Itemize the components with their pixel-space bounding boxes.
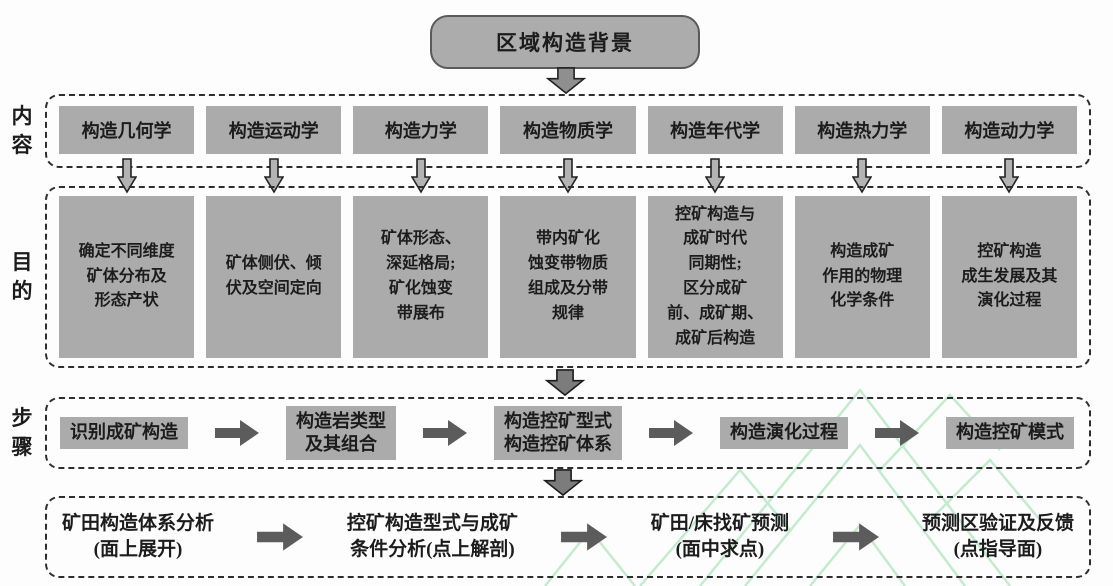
step-box-identify-ore-structure: 识别成矿构造	[60, 417, 188, 449]
content-boxes: 构造几何学 构造运动学 构造力学 构造物质学 构造年代学 构造热力学 构造动力学	[59, 106, 1077, 154]
step-box-tectonite-types: 构造岩类型 及其组合	[286, 405, 396, 461]
row-label-steps: 步骤	[6, 397, 38, 469]
steps-flow: 识别成矿构造 构造岩类型 及其组合 构造控矿型式 构造控矿体系 构造演化过程 构…	[60, 403, 1074, 463]
purpose-box-1: 确定不同维度 矿体分布及 形态产状	[59, 196, 195, 358]
workflow-item-verification-feedback: 预测区验证及反馈 (点指导面)	[921, 513, 1074, 560]
purpose-boxes: 确定不同维度 矿体分布及 形态产状 矿体侧伏、倾 伏及空间定向 矿体形态、 深延…	[59, 196, 1077, 358]
row-label-content-text: 内容	[11, 103, 33, 157]
purpose-box-5: 控矿构造与 成矿时代 同期性; 区分成矿 前、成矿期、 成矿后构造	[647, 196, 783, 358]
purpose-box-6: 构造成矿 作用的物理 化学条件	[794, 196, 930, 358]
down-arrow-icon	[542, 469, 584, 496]
content-box-thermal: 构造热力学	[794, 106, 930, 154]
purpose-box-7: 控矿构造 成生发展及其 演化过程	[941, 196, 1077, 358]
content-box-chronology: 构造年代学	[647, 106, 783, 154]
steps-band	[45, 397, 1091, 469]
content-box-material: 构造物质学	[500, 106, 636, 154]
right-arrow-icon	[832, 522, 880, 552]
step-box-tectonic-evolution: 构造演化过程	[720, 417, 848, 449]
workflow-band	[45, 496, 1091, 578]
row-label-content: 内容	[6, 94, 38, 168]
step-box-ore-control-model: 构造控矿模式	[946, 417, 1074, 449]
root-node-regional-tectonic-background: 区域构造背景	[430, 15, 700, 69]
right-arrow-icon	[560, 522, 608, 552]
workflow-flow: 矿田构造体系分析 (面上展开) 控矿构造型式与成矿 条件分析(点上解剖) 矿田/…	[62, 504, 1074, 570]
workflow-item-ore-control-condition-analysis: 控矿构造型式与成矿 条件分析(点上解剖)	[346, 513, 518, 560]
workflow-item-prospecting-prediction: 矿田/床找矿预测 (面中求点)	[650, 513, 790, 560]
content-box-kinematics: 构造运动学	[206, 106, 342, 154]
step-box-ore-control-pattern-system: 构造控矿型式 构造控矿体系	[494, 405, 622, 461]
purpose-box-2: 矿体侧伏、倾 伏及空间定向	[206, 196, 342, 358]
right-arrow-icon	[648, 419, 694, 447]
workflow-item-orefield-system-analysis: 矿田构造体系分析 (面上展开)	[62, 513, 215, 560]
right-arrow-icon	[214, 419, 260, 447]
content-box-mechanics: 构造力学	[353, 106, 489, 154]
content-box-geometry: 构造几何学	[59, 106, 195, 154]
row-label-steps-text: 步骤	[11, 405, 33, 459]
content-box-dynamics: 构造动力学	[941, 106, 1077, 154]
right-arrow-icon	[874, 419, 920, 447]
down-arrow-icon	[546, 67, 586, 94]
right-arrow-icon	[422, 419, 468, 447]
down-arrow-icon	[544, 369, 586, 396]
right-arrow-icon	[256, 522, 304, 552]
row-label-purpose: 目的	[6, 186, 38, 368]
purpose-box-4: 带内矿化 蚀变带物质 组成及分带 规律	[500, 196, 636, 358]
purpose-box-3: 矿体形态、 深延格局; 矿化蚀变 带展布	[353, 196, 489, 358]
purpose-band	[45, 186, 1091, 368]
root-node-label: 区域构造背景	[496, 31, 634, 55]
row-label-purpose-text: 目的	[11, 249, 33, 303]
